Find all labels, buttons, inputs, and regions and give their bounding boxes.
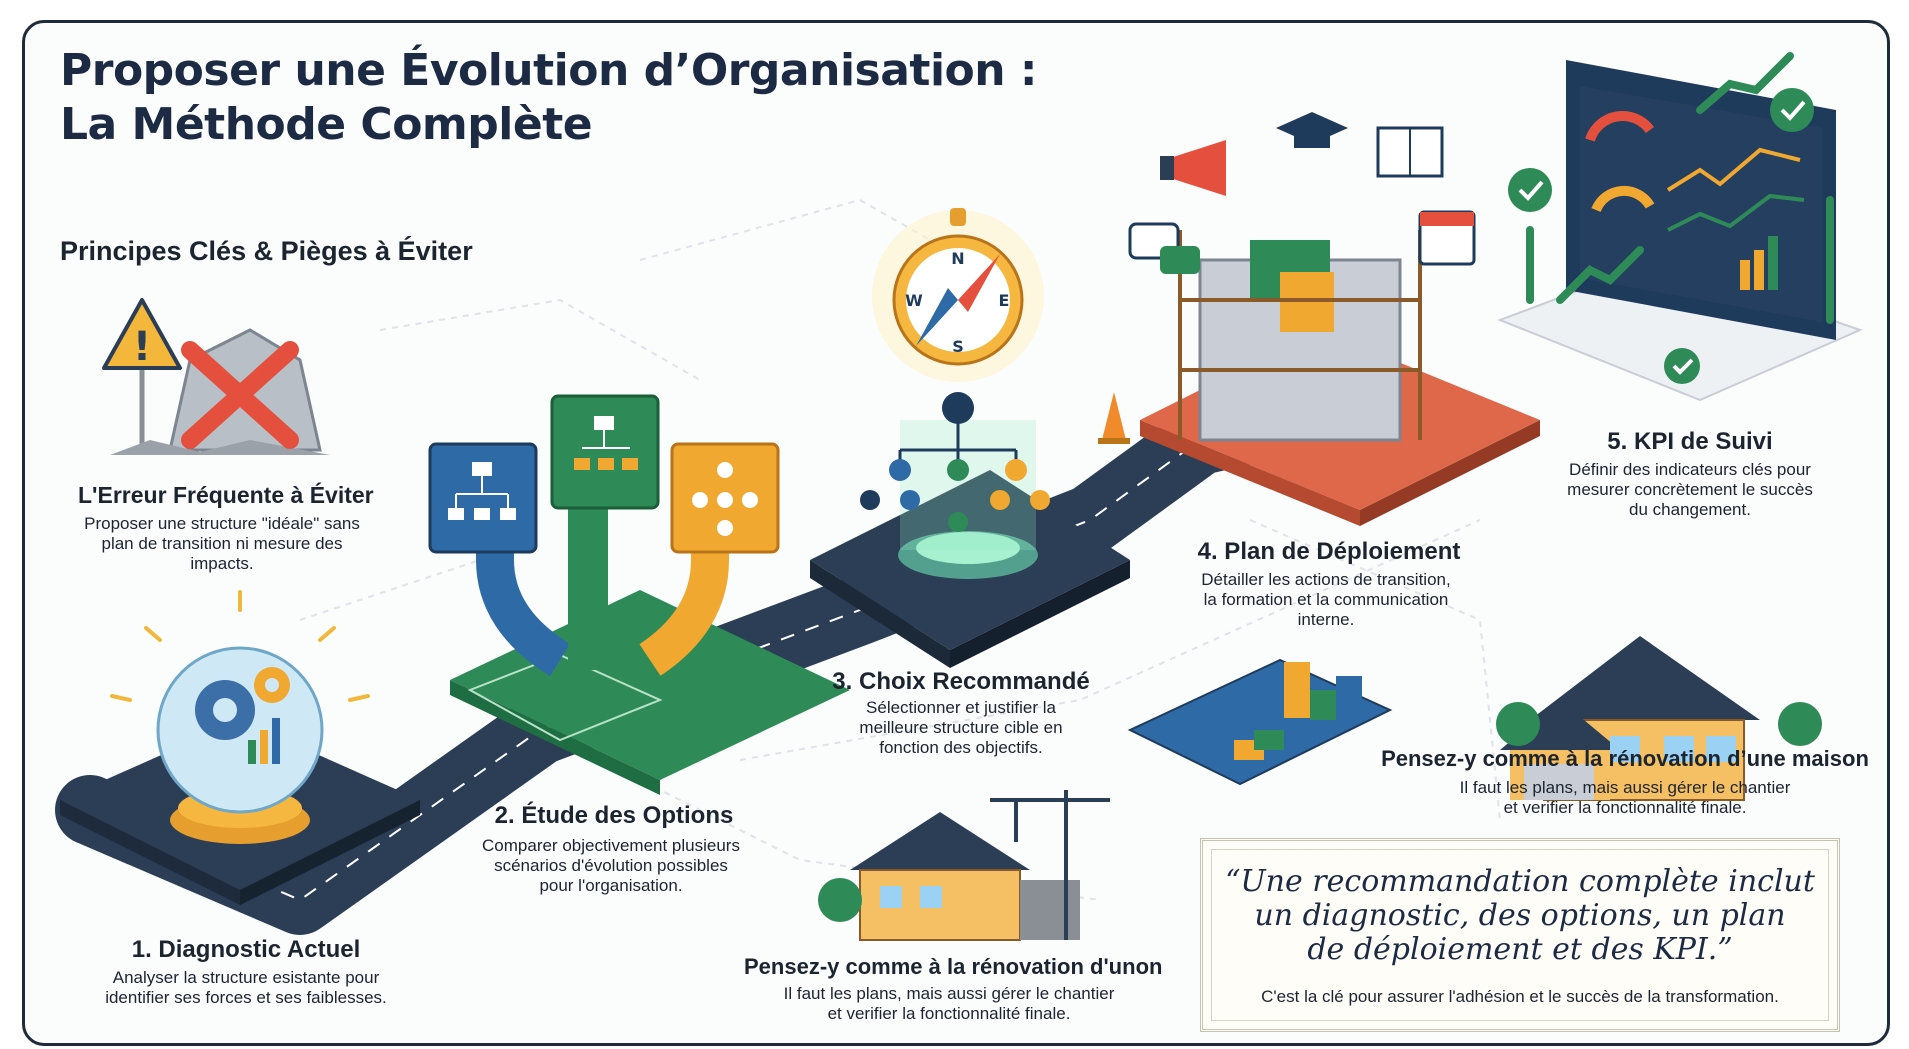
quote-line: “Une recommandation complète inclut <box>1225 864 1815 899</box>
checkmark-icon <box>1508 168 1552 212</box>
step-2-title: 2. Étude des Options <box>494 802 734 829</box>
house-icon <box>818 812 1080 941</box>
recommended-platform <box>810 420 1130 668</box>
megaphone-icon <box>1160 140 1226 196</box>
step-3-title: 3. Choix Recommandé <box>832 668 1090 695</box>
step-4-title: 4. Plan de Déploiement <box>1197 538 1461 565</box>
compass-west: W <box>905 291 923 310</box>
analogy-right-desc: Il faut les plans, mais aussi gérer le c… <box>1440 778 1810 818</box>
quote-inner-border <box>1211 849 1829 1021</box>
crane-icon <box>990 790 1110 940</box>
step-4-desc-line: la formation et la communication <box>1203 590 1449 609</box>
title-line-2: La Méthode Complète <box>60 99 593 150</box>
step-1-desc: Analyser la structure esistante pour ide… <box>86 968 406 1008</box>
step-2-desc-line: scénarios d'évolution possibles <box>494 856 728 875</box>
checkmark-icon <box>1770 88 1814 132</box>
svg-text:!: ! <box>133 324 151 370</box>
quote-subtext: C'est la clé pour assurer l'adhésion et … <box>1261 987 1779 1006</box>
step-2-desc-line: pour l'organisation. <box>539 876 683 895</box>
glow-rays <box>110 590 370 702</box>
step-3-desc-line: fonction des objectifs. <box>879 738 1043 757</box>
blocked-rock-icon <box>110 328 330 455</box>
analogy-right-desc-line: et verifier la fonctionnalité finale. <box>1503 798 1747 817</box>
step-5-desc: Définir des indicateurs clés pour mesure… <box>1550 460 1830 520</box>
step-4-desc-line: interne. <box>1297 610 1355 629</box>
pitfall-title: L'Erreur Fréquente à Éviter <box>78 482 374 508</box>
traffic-cone-icon <box>1098 392 1130 444</box>
building-scaffold-icon <box>1178 230 1422 442</box>
analogy-right-title: Pensez-y comme à la rénovation d’une mai… <box>1381 746 1869 771</box>
analogy-left-desc-line: Il faut les plans, mais aussi gérer le c… <box>783 984 1115 1003</box>
quote-line: un diagnostic, des options, un plan <box>1254 898 1786 933</box>
org-chart-card-icon <box>428 442 538 554</box>
step-5-desc-line: du changement. <box>1629 500 1751 519</box>
step-1-desc-line: identifier ses forces et ses faiblesses. <box>105 988 387 1007</box>
step-3-desc-line: Sélectionner et justifier la <box>866 698 1056 717</box>
compass-icon <box>872 208 1044 382</box>
step-1-desc-line: Analyser la structure esistante pour <box>112 968 380 987</box>
page-title: Proposer une Évolution d’Organisation : … <box>60 44 1038 152</box>
pitfall-desc-line: impacts. <box>190 554 254 573</box>
calendar-icon <box>1418 210 1476 266</box>
quote-text: “Une recommandation complète inclut un d… <box>1203 865 1837 967</box>
crystal-ball-gears-icon <box>60 646 420 905</box>
step-3-desc: Sélectionner et justifier la meilleure s… <box>826 698 1096 758</box>
step-1-title: 1. Diagnostic Actuel <box>131 936 361 963</box>
analogy-left-desc-line: et verifier la fonctionnalité finale. <box>827 1004 1071 1023</box>
step-5-title: 5. KPI de Suivi <box>1607 428 1773 455</box>
org-chart-card-icon <box>550 394 660 510</box>
blueprint-icon <box>1127 658 1393 786</box>
graduation-cap-icon <box>1276 112 1348 148</box>
pitfall-desc: Proposer une structure "idéale" sans pla… <box>72 514 372 574</box>
analogy-left-desc: Il faut les plans, mais aussi gérer le c… <box>764 984 1134 1024</box>
step-5-desc-line: Définir des indicateurs clés pour <box>1569 460 1811 479</box>
book-icon <box>1376 126 1444 178</box>
house-icon <box>1496 636 1822 801</box>
key-quote-box: “Une recommandation complète inclut un d… <box>1200 838 1840 1032</box>
step-3-desc-line: meilleure structure cible en <box>859 718 1063 737</box>
analogy-left-title: Pensez-y comme à la rénovation d'unon <box>744 954 1163 979</box>
compass-south: S <box>952 337 964 356</box>
growth-arrows <box>1526 52 1834 324</box>
step-4-desc-line: Détailler les actions de transition, <box>1201 570 1451 589</box>
step-2-desc-line: Comparer objectivement plusieurs <box>482 836 740 855</box>
org-chart-card-icon <box>670 442 780 554</box>
title-line-1: Proposer une Évolution d’Organisation : <box>60 45 1038 96</box>
step-5-desc-line: mesurer concrètement le succès <box>1567 480 1813 499</box>
dashboard-monitor-icon <box>1566 60 1836 340</box>
step-4-desc: Détailler les actions de transition, la … <box>1176 570 1476 630</box>
warning-icon: ! <box>102 298 182 450</box>
quote-line: de déploiement et des KPI.” <box>1307 932 1733 967</box>
pitfall-desc-line: Proposer une structure "idéale" sans <box>84 514 360 533</box>
compass-north: N <box>951 249 964 268</box>
analogy-right-desc-line: Il faut les plans, mais aussi gérer le c… <box>1459 778 1791 797</box>
pitfall-desc-line: plan de transition ni mesure des <box>101 534 343 553</box>
step-2-desc: Comparer objectivement plusieurs scénari… <box>466 836 756 896</box>
section-subtitle: Principes Clés & Pièges à Éviter <box>60 236 473 266</box>
compass-east: E <box>999 291 1010 310</box>
chat-bubbles-icon <box>1128 222 1200 274</box>
checkmark-icon <box>1664 348 1700 384</box>
